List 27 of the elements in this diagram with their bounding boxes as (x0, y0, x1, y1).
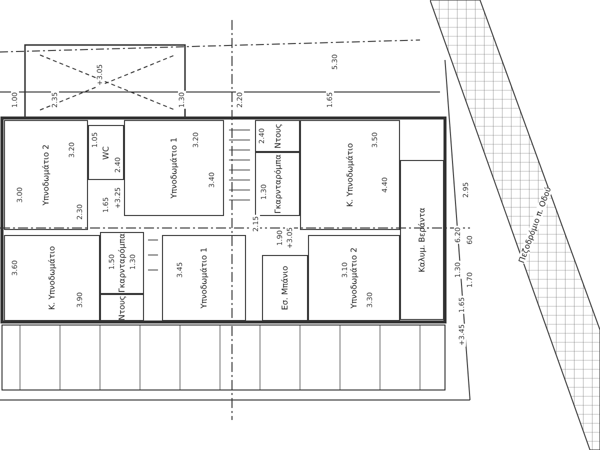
room-label: Εσ. Μπάνιο (280, 266, 290, 310)
room (255, 152, 300, 216)
room (100, 232, 144, 294)
room (400, 160, 444, 320)
room (300, 120, 400, 230)
room (4, 235, 100, 321)
room-label: Κ. Υπνοδωμάτιο (48, 246, 56, 310)
room (4, 120, 88, 230)
room (88, 125, 124, 180)
room-label: Ντους (118, 294, 126, 320)
room (262, 255, 308, 321)
room-label: Γκαρνταρόμπα (118, 233, 126, 293)
room-label: Καλυμ. Βεράντα (418, 208, 426, 272)
room-label: Ντους (273, 123, 282, 149)
room (100, 294, 144, 321)
room (255, 120, 300, 152)
room (308, 235, 400, 321)
room-label: Υπνοδωμάτιο 2 (350, 247, 358, 309)
room-label: WC (102, 146, 110, 160)
room-label: Γκαρνταρόμπα (273, 154, 282, 214)
sidewalk (430, 0, 600, 450)
room-label: Υπνοδωμάτιο 1 (170, 137, 178, 199)
room (162, 235, 246, 321)
room-label: Υπνοδωμάτιο 1 (200, 247, 208, 309)
room (124, 120, 224, 216)
room-label: Κ. Υπνοδωμάτιο (346, 143, 354, 207)
room-label: Υπνοδωμάτιο 2 (42, 144, 50, 206)
